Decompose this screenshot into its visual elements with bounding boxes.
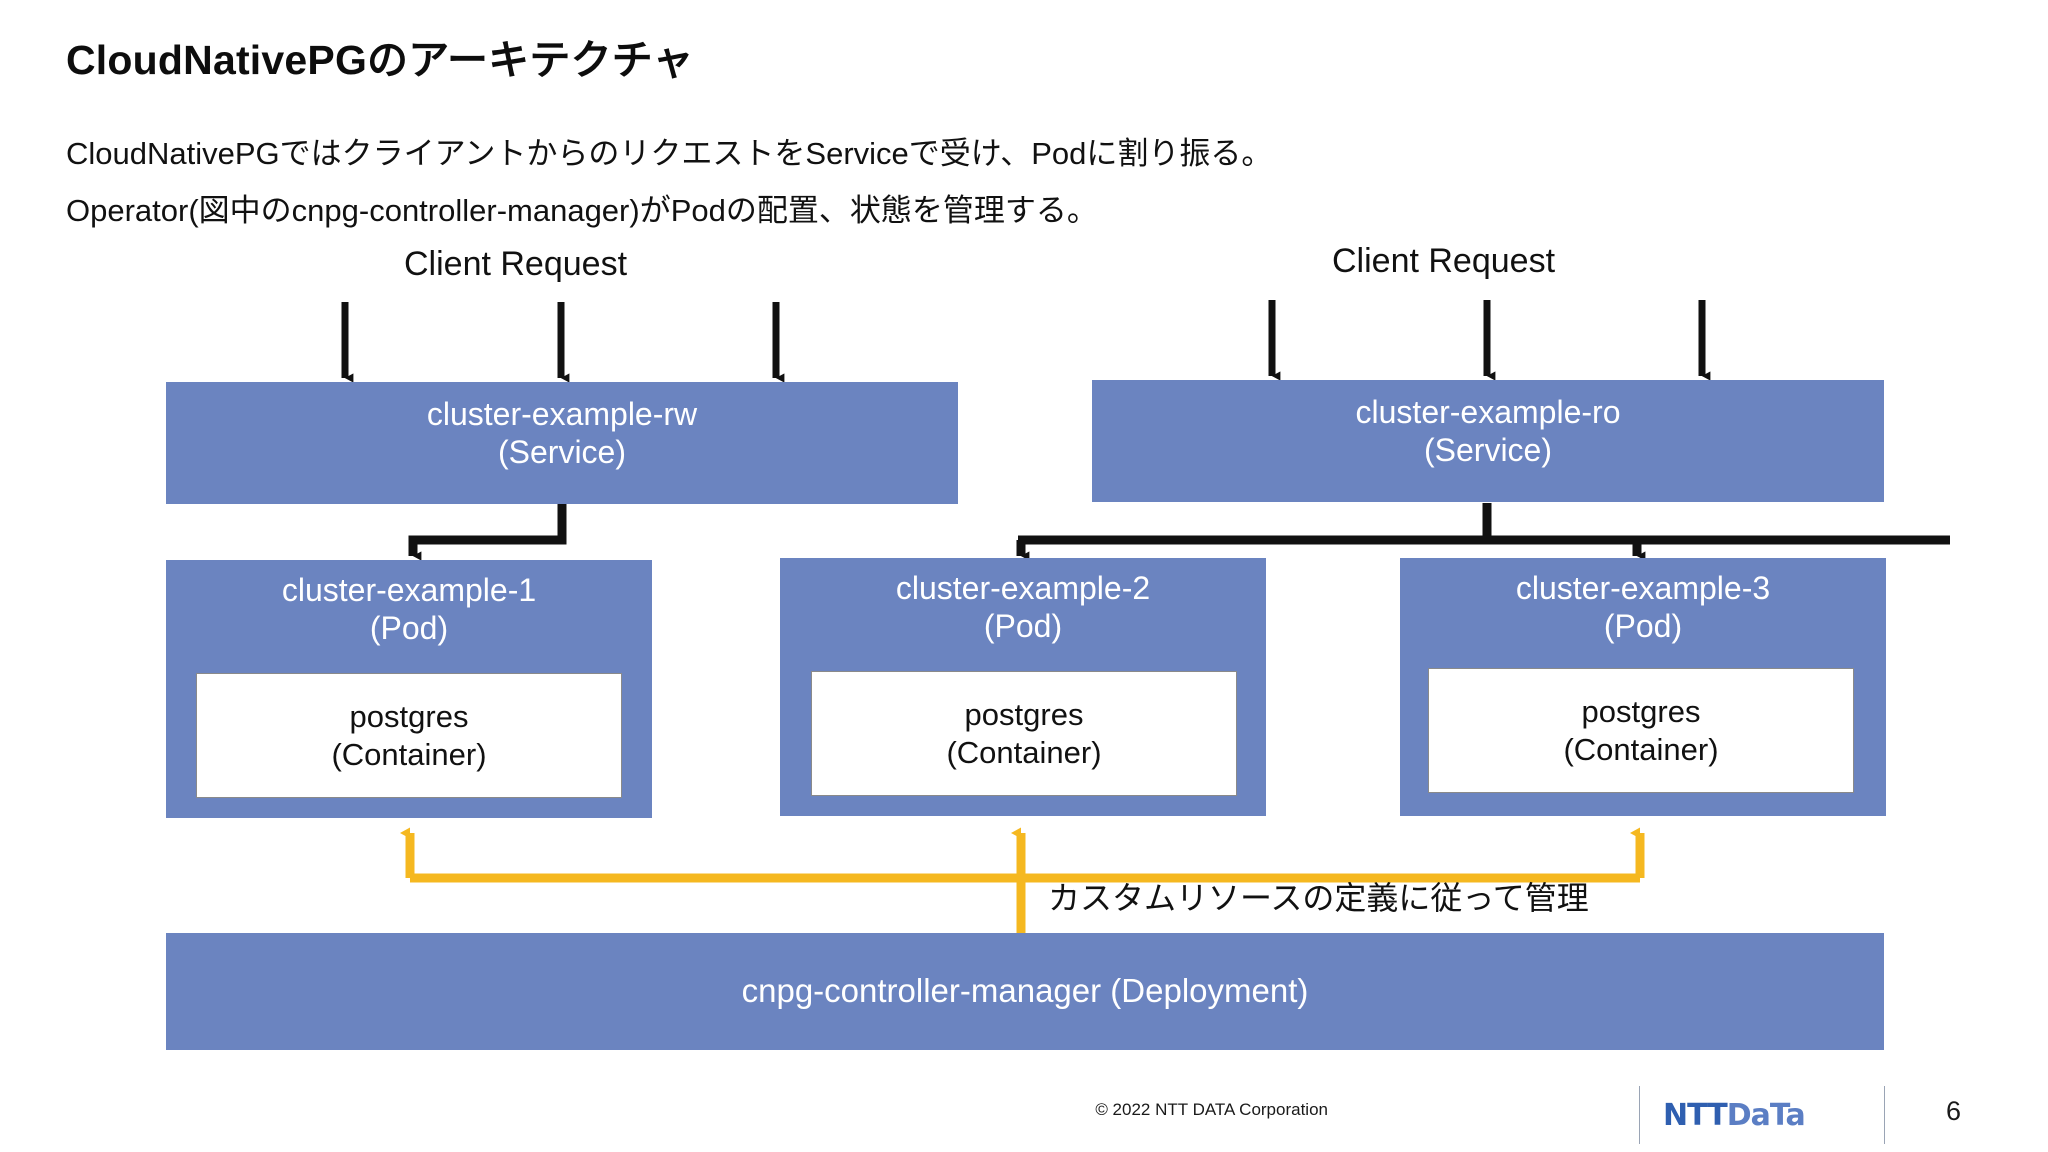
- logo-data-text: DaTa: [1726, 1098, 1806, 1133]
- pod-3-kind: (Pod): [1603, 607, 1683, 644]
- pod-1-kind: (Pod): [369, 609, 449, 646]
- service-rw-name: cluster-example-rw: [426, 396, 698, 432]
- pod-3-name: cluster-example-3: [1515, 570, 1771, 606]
- container-box-2[interactable]: postgres (Container): [811, 671, 1237, 796]
- container-1-kind: (Container): [331, 736, 487, 772]
- ntt-data-logo: NTTDaTa: [1663, 1098, 1806, 1133]
- lead-paragraph: CloudNativePGではクライアントからのリクエストをServiceで受け…: [66, 125, 1272, 239]
- deployment-label: cnpg-controller-manager (Deployment): [741, 972, 1309, 1010]
- operator-annotation-label: カスタムリソースの定義に従って管理: [1048, 880, 1589, 916]
- client-request-label-right: Client Request: [1332, 242, 1556, 280]
- deployment-box[interactable]: cnpg-controller-manager (Deployment): [166, 933, 1884, 1050]
- copyright-text: © 2022 NTT DATA Corporation: [1095, 1100, 1328, 1119]
- connector-rw-to-pod1: [408, 503, 567, 561]
- container-2-kind: (Container): [946, 734, 1102, 770]
- pod-2-name: cluster-example-2: [895, 570, 1151, 606]
- container-3-name: postgres: [1581, 693, 1701, 729]
- service-rw-kind: (Service): [497, 433, 626, 470]
- container-2-name: postgres: [964, 696, 1084, 732]
- lead-line-2: Operator(図中のcnpg-controller-manager)がPod…: [66, 193, 1098, 228]
- slide-footer: © 2022 NTT DATA Corporation NTTDaTa 6: [0, 1080, 2048, 1152]
- lead-line-1: CloudNativePGではクライアントからのリクエストをServiceで受け…: [66, 136, 1273, 171]
- connector-ro-to-pods: [1016, 503, 1950, 561]
- client-arrows-left: [341, 302, 785, 383]
- container-box-3[interactable]: postgres (Container): [1428, 668, 1854, 793]
- service-ro-name: cluster-example-ro: [1355, 394, 1621, 430]
- pod-1-name: cluster-example-1: [281, 572, 537, 608]
- footer-divider-right: [1884, 1086, 1885, 1144]
- service-box-rw[interactable]: cluster-example-rw (Service): [166, 382, 958, 504]
- page-number: 6: [1946, 1096, 1962, 1126]
- logo-ntt-text: NTT: [1663, 1098, 1728, 1133]
- container-box-1[interactable]: postgres (Container): [196, 673, 622, 798]
- client-arrows-right: [1268, 300, 1711, 381]
- service-box-ro[interactable]: cluster-example-ro (Service): [1092, 380, 1884, 502]
- service-ro-kind: (Service): [1423, 431, 1552, 468]
- footer-divider-left: [1639, 1086, 1640, 1144]
- container-1-name: postgres: [349, 698, 469, 734]
- client-request-label-left: Client Request: [404, 245, 628, 283]
- container-3-kind: (Container): [1563, 731, 1719, 767]
- page-title: CloudNativePGのアーキテクチャ: [66, 37, 694, 83]
- pod-2-kind: (Pod): [983, 607, 1063, 644]
